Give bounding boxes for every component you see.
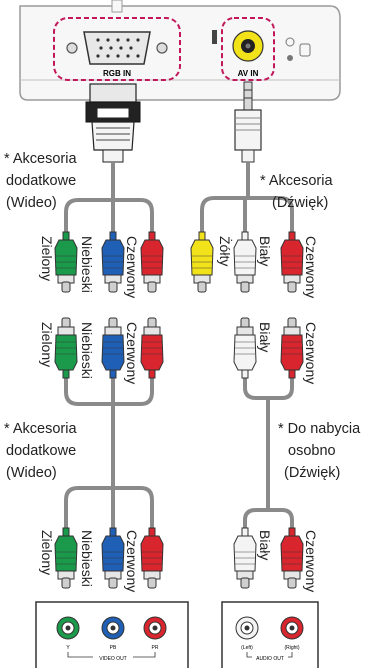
label-white-3: Biały bbox=[257, 530, 273, 560]
plug-red-2 bbox=[280, 231, 304, 293]
label-green-3: Zielony bbox=[39, 530, 55, 575]
label-blue-2: Niebieski bbox=[79, 322, 95, 379]
plug-red-4 bbox=[280, 317, 304, 379]
plug-blue-2 bbox=[101, 317, 125, 379]
label-red-4: Czerwony bbox=[303, 322, 319, 384]
label-red-2: Czerwony bbox=[303, 236, 319, 298]
plug-green-1 bbox=[54, 231, 78, 293]
note-line: dodatkowe bbox=[6, 443, 77, 459]
plug-blue-3 bbox=[101, 527, 125, 589]
video-source-device: Y PB PR VIDEO OUT bbox=[35, 601, 189, 668]
note-line: (Dźwięk) bbox=[284, 465, 341, 481]
plug-white-1 bbox=[233, 231, 257, 293]
plug-green-3 bbox=[54, 527, 78, 589]
label-red-6: Czerwony bbox=[303, 530, 319, 592]
audio-out-label: AUDIO OUT bbox=[256, 656, 284, 662]
plug-red-6 bbox=[280, 527, 304, 589]
label-blue-1: Niebieski bbox=[79, 236, 95, 293]
note-line: (Wideo) bbox=[6, 195, 57, 211]
note-line: osobno bbox=[288, 443, 336, 459]
label-white-1: Biały bbox=[257, 236, 273, 266]
label-green-1: Zielony bbox=[39, 236, 55, 281]
audio-source-device: (Left) (Right) AUDIO OUT bbox=[221, 601, 319, 668]
note-line: (Dźwięk) bbox=[272, 195, 329, 211]
note-line: (Wideo) bbox=[6, 465, 57, 481]
label-blue-3: Niebieski bbox=[79, 530, 95, 587]
note-audio-separate: * Do nabycia osobno (Dźwięk) bbox=[278, 418, 361, 484]
note-line: * Akcesoria bbox=[260, 173, 333, 189]
plug-green-2 bbox=[54, 317, 78, 379]
jack-right-label: (Right) bbox=[284, 645, 299, 651]
jack-right bbox=[280, 616, 304, 640]
note-video-accessory-bottom: * Akcesoria dodatkowe (Wideo) bbox=[4, 418, 77, 484]
note-line: * Akcesoria bbox=[4, 151, 77, 167]
plug-red-5 bbox=[140, 527, 164, 589]
plug-yellow-1 bbox=[190, 231, 214, 293]
vga-connector bbox=[85, 83, 141, 163]
label-yellow-1: Żółty bbox=[217, 236, 234, 266]
note-line: * Do nabycia bbox=[278, 421, 361, 437]
vertical-labels: Zielony Niebieski Czerwony Żółty Biały C… bbox=[39, 236, 319, 592]
plug-blue-1 bbox=[101, 231, 125, 293]
video-out-label: VIDEO OUT bbox=[99, 656, 127, 662]
jack-left bbox=[235, 616, 259, 640]
note-line: dodatkowe bbox=[6, 173, 77, 189]
plug-white-3 bbox=[233, 527, 257, 589]
jack-pr-label: PR bbox=[152, 645, 159, 651]
label-red-5: Czerwony bbox=[124, 530, 140, 592]
label-red-1: Czerwony bbox=[124, 236, 140, 298]
label-white-2: Biały bbox=[257, 322, 273, 352]
av-in-port: AV IN bbox=[221, 17, 275, 81]
jack-y-label: Y bbox=[66, 645, 70, 651]
plug-white-2 bbox=[233, 317, 257, 379]
rgb-in-port: RGB IN bbox=[53, 17, 181, 81]
plug-red-1 bbox=[140, 231, 164, 293]
note-line: * Akcesoria bbox=[4, 421, 77, 437]
note-audio-accessory-top: * Akcesoria (Dźwięk) bbox=[260, 170, 333, 214]
jack-y bbox=[56, 616, 80, 640]
jack-left-label: (Left) bbox=[241, 645, 253, 651]
note-video-accessory-top: * Akcesoria dodatkowe (Wideo) bbox=[4, 148, 77, 214]
plug-red-3 bbox=[140, 317, 164, 379]
rgb-in-label: RGB IN bbox=[103, 69, 131, 78]
av-in-label: AV IN bbox=[238, 69, 259, 78]
jack-pr bbox=[143, 616, 167, 640]
jack-pb-label: PB bbox=[110, 645, 117, 651]
label-green-2: Zielony bbox=[39, 322, 55, 367]
av-jack-connector bbox=[234, 81, 262, 163]
jack-pb bbox=[101, 616, 125, 640]
cables bbox=[64, 162, 294, 530]
label-red-3: Czerwony bbox=[124, 322, 140, 384]
